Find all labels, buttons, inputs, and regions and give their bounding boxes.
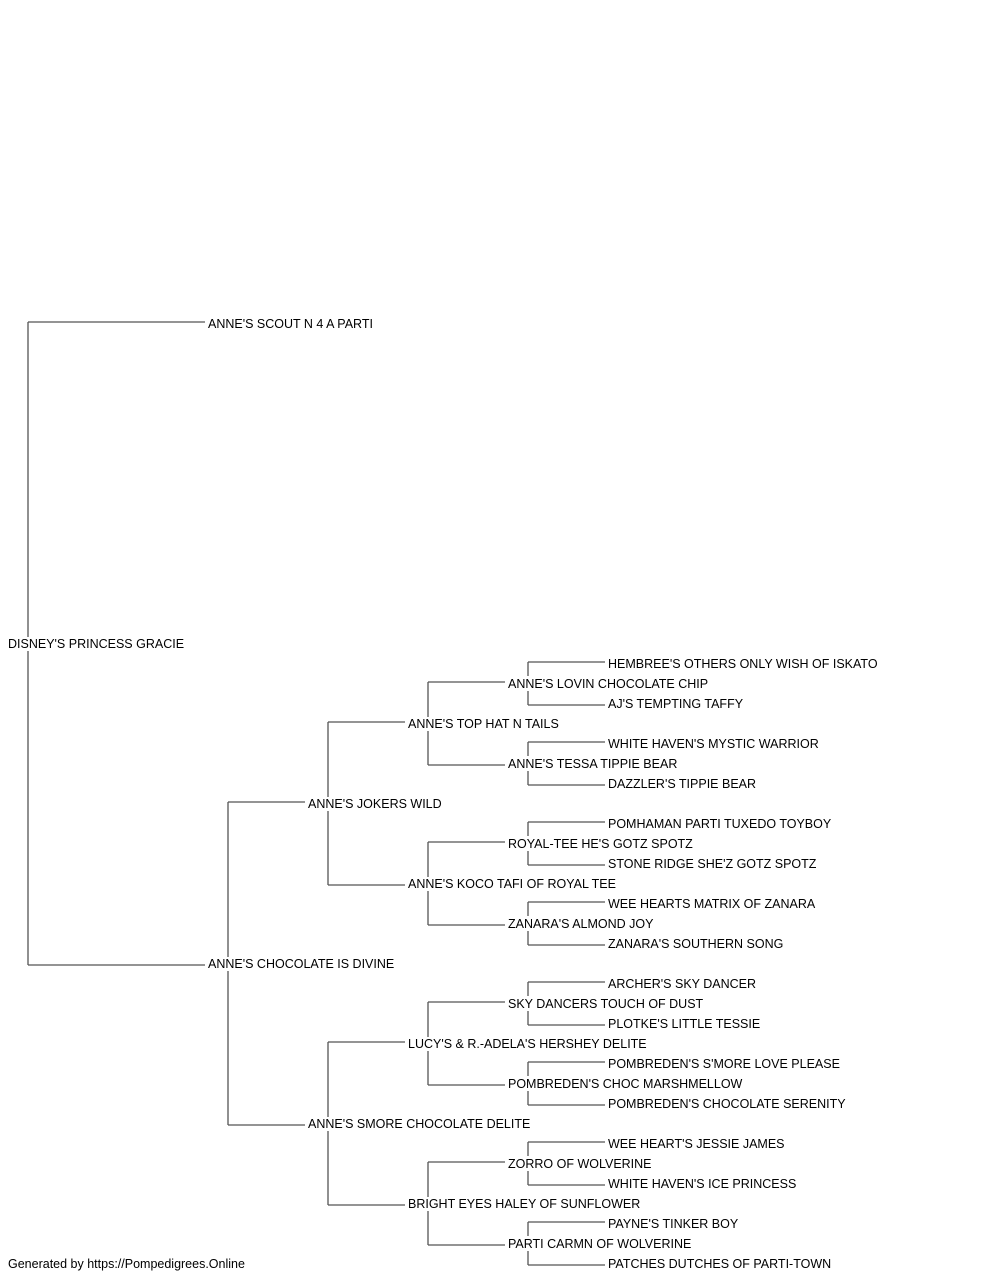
gen4-ancestor-name: ZORRO OF WOLVERINE [507,1157,653,1171]
gen4-ancestor-name: ZANARA'S ALMOND JOY [507,917,655,931]
gen5-ancestor-name: WEE HEARTS MATRIX OF ZANARA [607,897,817,911]
gen5-ancestor-name: STONE RIDGE SHE'Z GOTZ SPOTZ [607,857,818,871]
subject-name: DISNEY'S PRINCESS GRACIE [7,637,186,651]
dam-sire-sire-name: ANNE'S TOP HAT N TAILS [407,717,560,731]
gen5-ancestor-name: PLOTKE'S LITTLE TESSIE [607,1017,762,1031]
gen4-ancestor-name: ANNE'S LOVIN CHOCOLATE CHIP [507,677,710,691]
gen5-ancestor-name: POMHAMAN PARTI TUXEDO TOYBOY [607,817,833,831]
gen5-ancestor-name: DAZZLER'S TIPPIE BEAR [607,777,758,791]
dam-dam-name: ANNE'S SMORE CHOCOLATE DELITE [307,1117,532,1131]
gen4-ancestor-name: PARTI CARMN OF WOLVERINE [507,1237,693,1251]
gen4-ancestor-name: POMBREDEN'S CHOC MARSHMELLOW [507,1077,744,1091]
dam-sire-name: ANNE'S JOKERS WILD [307,797,443,811]
gen5-ancestor-name: WHITE HAVEN'S ICE PRINCESS [607,1177,798,1191]
gen5-ancestor-name: PAYNE'S TINKER BOY [607,1217,740,1231]
gen5-ancestor-name: POMBREDEN'S S'MORE LOVE PLEASE [607,1057,841,1071]
gen5-ancestor-name: WHITE HAVEN'S MYSTIC WARRIOR [607,737,820,751]
dam-sire-dam-name: ANNE'S KOCO TAFI OF ROYAL TEE [407,877,617,891]
gen5-ancestor-name: ARCHER'S SKY DANCER [607,977,758,991]
gen4-ancestor-name: ANNE'S TESSA TIPPIE BEAR [507,757,679,771]
sire-name: ANNE'S SCOUT N 4 A PARTI [207,317,374,331]
dam-name: ANNE'S CHOCOLATE IS DIVINE [207,957,396,971]
dam-dam-dam-name: BRIGHT EYES HALEY OF SUNFLOWER [407,1197,642,1211]
generated-by-footer: Generated by https://Pompedigrees.Online [8,1257,245,1271]
gen5-ancestor-name: POMBREDEN'S CHOCOLATE SERENITY [607,1097,847,1111]
gen5-ancestor-name: HEMBREE'S OTHERS ONLY WISH OF ISKATO [607,657,879,671]
gen5-ancestor-name: AJ'S TEMPTING TAFFY [607,697,745,711]
gen5-ancestor-name: WEE HEART'S JESSIE JAMES [607,1137,786,1151]
gen4-ancestor-name: ROYAL-TEE HE'S GOTZ SPOTZ [507,837,694,851]
dam-dam-sire-name: LUCY'S & R.-ADELA'S HERSHEY DELITE [407,1037,648,1051]
gen5-ancestor-name: ZANARA'S SOUTHERN SONG [607,937,785,951]
gen4-ancestor-name: SKY DANCERS TOUCH OF DUST [507,997,705,1011]
gen5-ancestor-name: PATCHES DUTCHES OF PARTI-TOWN [607,1257,833,1271]
